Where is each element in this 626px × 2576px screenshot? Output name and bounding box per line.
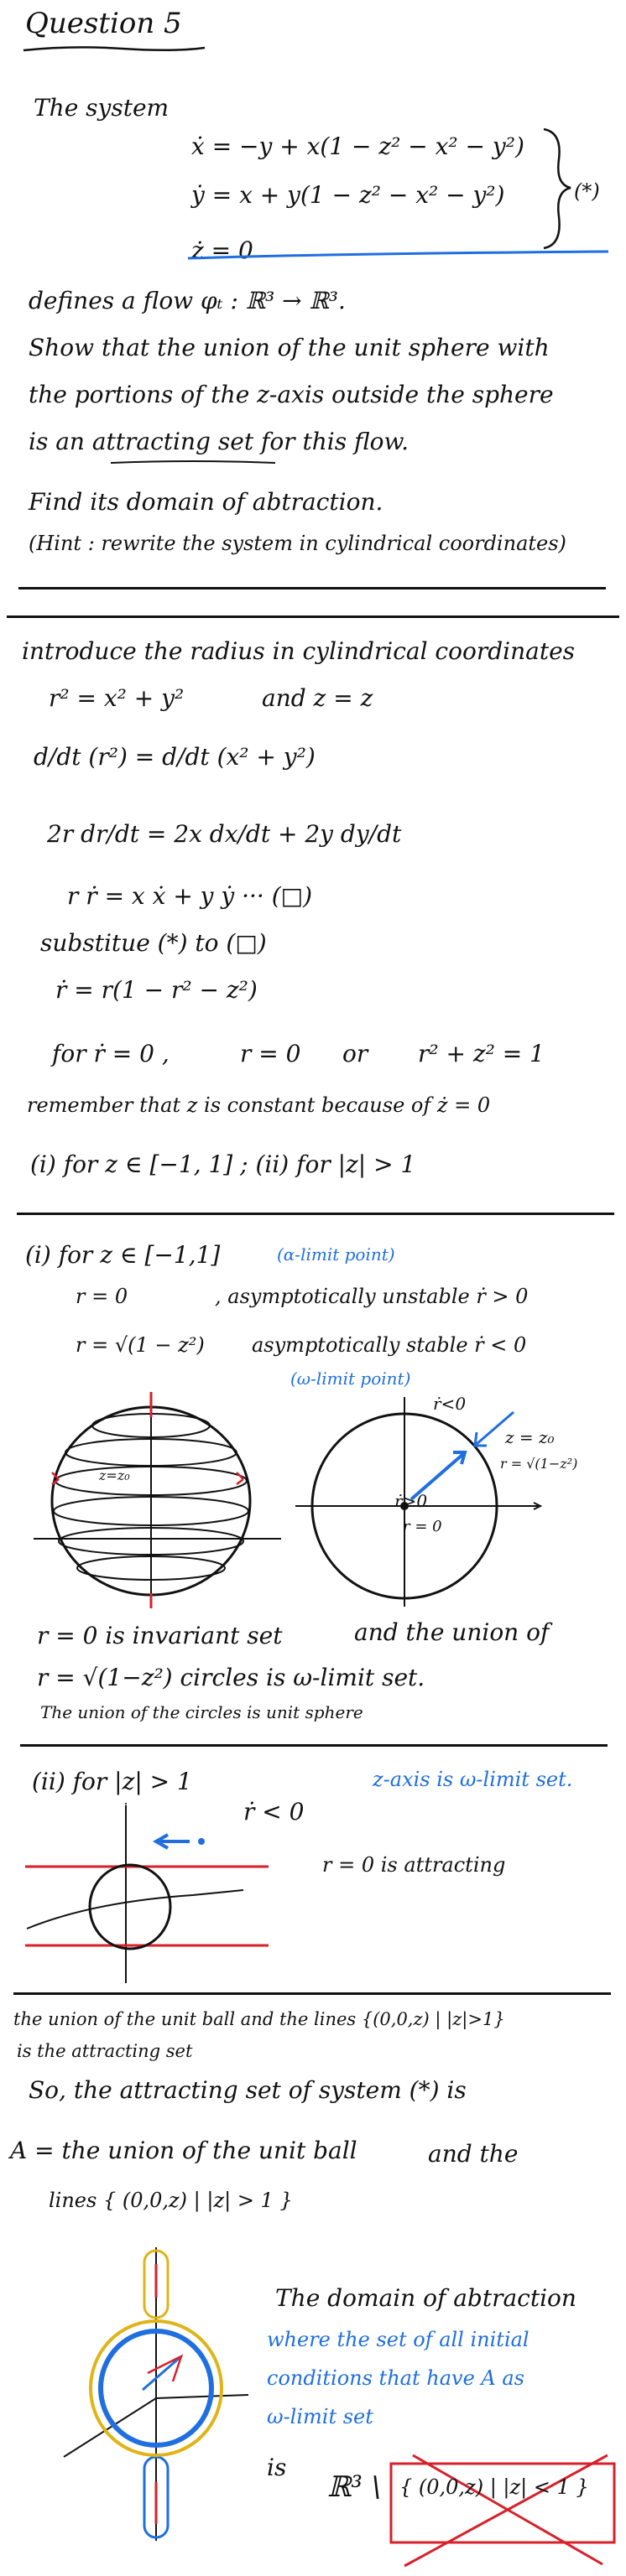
problem-line-5: Find its domain of abtraction. — [29, 488, 383, 516]
divider — [20, 1744, 608, 1747]
equilibrium-label: for ṙ = 0 , — [52, 1040, 170, 1067]
domain-def-3: ω-limit set — [267, 2405, 373, 2428]
excluded-set: { (0,0,z) | |z| < 1 } — [399, 2475, 589, 2499]
circle-r0: r = 0 — [403, 1518, 442, 1535]
rdot-equation: ṙ = r(1 − r² − z²) — [55, 976, 258, 1004]
rs-description: asymptotically stable ṙ < 0 — [252, 1333, 527, 1357]
alpha-limit-note: (α-limit point) — [277, 1244, 395, 1265]
conclusion-line-2: is the attracting set — [17, 2041, 193, 2061]
case-ii-heading: (ii) for |z| > 1 — [32, 1768, 192, 1795]
divider — [7, 615, 619, 618]
conclusion-line-5: lines { (0,0,z) | |z| > 1 } — [49, 2189, 293, 2212]
equilibrium-sphere: r² + z² = 1 — [418, 1040, 545, 1067]
attracting-set-underline — [110, 460, 276, 464]
z-definition: and z = z — [262, 684, 373, 712]
conclusion-line-3: So, the attracting set of system (*) is — [29, 2076, 467, 2104]
case-ii-figure — [25, 1803, 269, 1983]
product-line: r ṙ = x ẋ + y ẏ ··· (□) — [67, 882, 313, 910]
equation-ydot: ẏ = x + y(1 − z² − x² − y²) — [191, 181, 505, 209]
system-brace — [543, 127, 571, 250]
r0-description: , asymptotically unstable ṙ > 0 — [215, 1285, 529, 1308]
circle-rdot-pos: ṙ>0 — [394, 1491, 428, 1511]
problem-line-3: the portions of the z-axis outside the s… — [29, 381, 554, 408]
circle-figure — [295, 1397, 543, 1607]
problem-line-4: is an attracting set for this flow. — [29, 428, 410, 455]
system-tag: (*) — [574, 179, 600, 203]
chain-rule-line: 2r dr/dt = 2x dx/dt + 2y dy/dt — [47, 820, 402, 848]
domain-def-2: conditions that have A as — [267, 2366, 524, 2390]
invariant-line-1b: and the union of — [354, 1618, 550, 1646]
conclusion-line-1: the union of the unit ball and the lines… — [13, 2009, 505, 2029]
invariant-line-1a: r = 0 is invariant set — [37, 1622, 283, 1649]
equation-zdot: ż = 0 — [191, 236, 253, 264]
omega-limit-note: (ω-limit point) — [290, 1368, 411, 1389]
invariant-line-3: The union of the circles is unit sphere — [40, 1702, 363, 1722]
problem-line-2: Show that the union of the unit sphere w… — [29, 334, 550, 361]
derivative-line: d/dt (r²) = d/dt (x² + y²) — [34, 743, 316, 771]
r0-label: r = 0 — [76, 1285, 128, 1308]
invariant-line-2: r = √(1−z²) circles is ω-limit set. — [37, 1664, 425, 1691]
z-constant-note: remember that z is constant because of ż… — [27, 1093, 491, 1117]
substitute-line: substitue (*) to (□) — [40, 929, 267, 957]
circle-z-label: z = z₀ — [505, 1427, 555, 1447]
solution-intro: introduce the radius in cylindrical coor… — [22, 637, 576, 665]
domain-r3: ℝ³ \ — [327, 2470, 382, 2504]
circle-rdot-neg: ṙ<0 — [433, 1394, 467, 1414]
domain-is: is — [267, 2454, 287, 2481]
rs-label: r = √(1 − z²) — [76, 1333, 205, 1357]
domain-figure — [63, 2247, 249, 2541]
excluded-set-box — [389, 2454, 616, 2568]
divider — [18, 587, 606, 589]
case-ii-attracting: r = 0 is attracting — [322, 1853, 506, 1877]
conclusion-line-4a: A = the union of the unit ball — [10, 2137, 357, 2164]
radius-definition: r² = x² + y² — [49, 684, 185, 712]
sphere-figure — [34, 1392, 281, 1608]
domain-def-1: where the set of all initial — [267, 2328, 529, 2351]
domain-heading: The domain of abtraction — [275, 2284, 576, 2312]
case-i-heading: (i) for z ∈ [−1,1] — [25, 1241, 221, 1269]
divider — [17, 1213, 614, 1215]
equilibrium-r0: r = 0 — [240, 1040, 301, 1067]
cases-line: (i) for z ∈ [−1, 1] ; (ii) for |z| > 1 — [30, 1150, 416, 1178]
conclusion-line-4b: and the — [428, 2140, 519, 2168]
problem-line-1: defines a flow φₜ : ℝ³ → ℝ³. — [29, 287, 346, 314]
sphere-z-label: z=z₀ — [99, 1467, 130, 1483]
page-title: Question 5 — [25, 7, 182, 40]
equation-highlight-line — [187, 250, 609, 260]
title-underline — [23, 46, 206, 52]
circle-radius-label: r = √(1−z²) — [500, 1456, 578, 1472]
divider — [13, 1992, 611, 1995]
z-axis-omega-note: z-axis is ω-limit set. — [373, 1768, 573, 1791]
equilibrium-or: or — [342, 1040, 368, 1067]
equation-xdot: ẋ = −y + x(1 − z² − x² − y²) — [191, 132, 524, 160]
problem-hint: (Hint : rewrite the system in cylindrica… — [29, 532, 566, 555]
case-ii-rdot: ṙ < 0 — [243, 1798, 305, 1826]
problem-intro: The system — [34, 94, 170, 122]
